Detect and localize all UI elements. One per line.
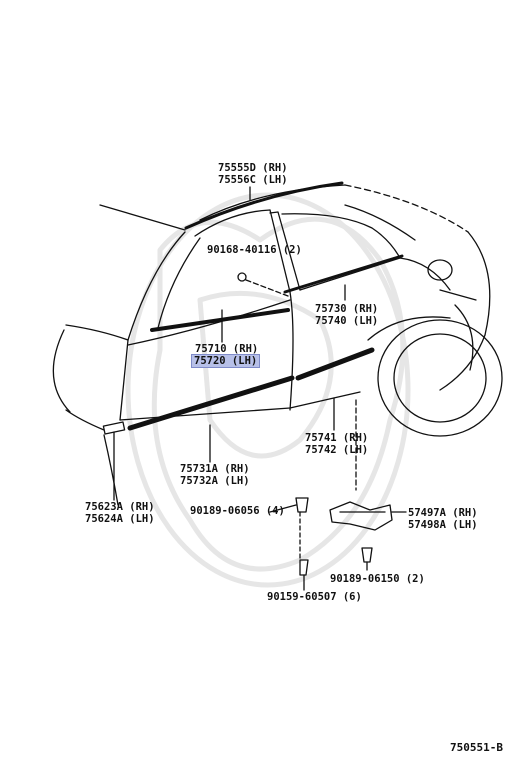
- label-fender-lh: 75624A (LH): [85, 513, 155, 525]
- label-rear-belt-rh: 75730 (RH): [315, 303, 379, 315]
- label-clip-a: 90189-06056 (4): [190, 505, 285, 517]
- label-fender-rh: 75623A (RH): [85, 501, 155, 513]
- label-moulding-roof-lh: 75556C (LH): [218, 174, 288, 186]
- label-front-side-rh: 75731A (RH): [180, 463, 250, 475]
- label-moulding-roof-rh: 75555D (RH): [218, 162, 288, 174]
- label-rear-side-rh: 75741 (RH): [305, 432, 369, 444]
- label-front-belt-rh: 75710 (RH): [195, 343, 259, 355]
- label-clip-c: 90159-60507 (6): [267, 591, 362, 603]
- label-front-side-lh: 75732A (LH): [180, 475, 250, 487]
- label-clip-upper: 90168-40116 (2): [207, 244, 302, 256]
- body-lines: [52, 181, 503, 591]
- label-bracket-rh: 57497A (RH): [408, 507, 478, 519]
- label-front-belt-lh-highlight[interactable]: 75720 (LH): [191, 354, 261, 368]
- watermark: [125, 192, 411, 588]
- label-clip-b: 90189-06150 (2): [330, 573, 425, 585]
- label-rear-belt-lh: 75740 (LH): [315, 315, 379, 327]
- label-bracket-lh: 57498A (LH): [408, 519, 478, 531]
- label-rear-side-lh: 75742 (LH): [305, 444, 369, 456]
- figure-code: 750551-B: [450, 741, 503, 754]
